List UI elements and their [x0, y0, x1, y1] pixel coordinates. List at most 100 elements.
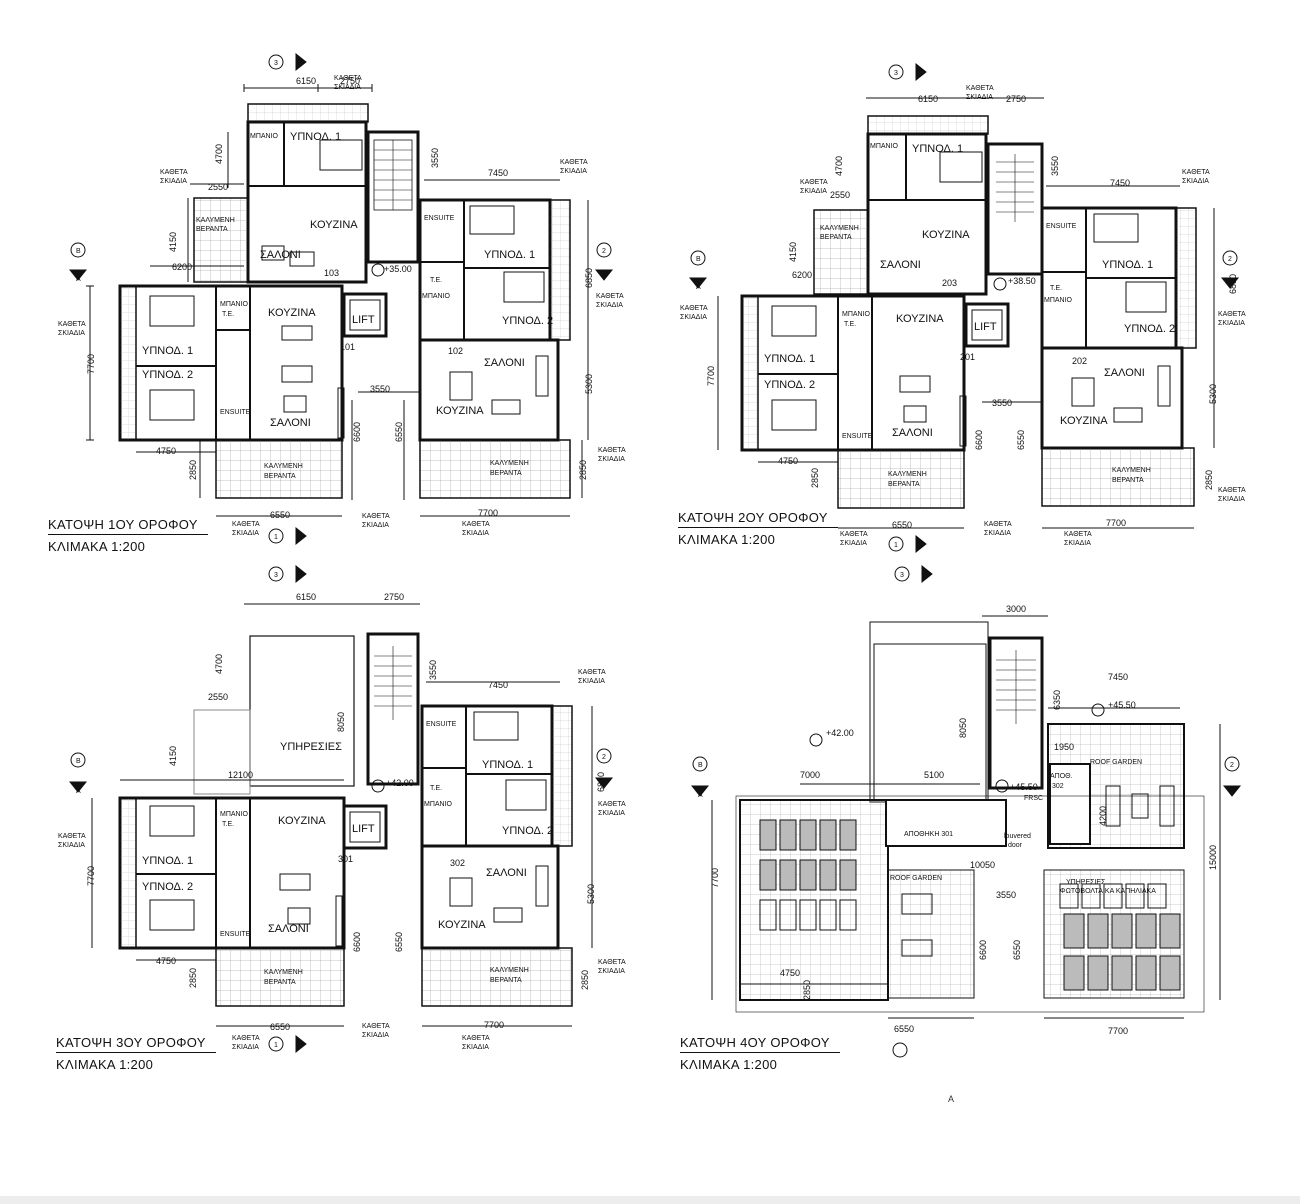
- shade-top-b: ΣΚΙΑΔΙΑ: [334, 84, 361, 91]
- dim-3550: 3550: [430, 148, 440, 168]
- f4-storage-301: ΑΠΟΘΗΚΗ 301: [904, 831, 953, 838]
- f4-dim-8050: 8050: [958, 718, 968, 738]
- floor-1-caption: ΚΑΤΟΨΗ 1ΟΥ ΟΡΟΦΟΥ ΚΛΙΜΑΚΑ 1:200: [48, 517, 208, 554]
- shade-bot1-b: ΣΚΙΑΔΙΑ: [362, 522, 389, 529]
- f3-dim-2550: 2550: [208, 692, 228, 702]
- f2-veranda-201-a: ΚΑΛΥΜΕΝΗ: [888, 471, 927, 478]
- f4-storage-302-a: ΑΠΟΘ.: [1050, 773, 1073, 780]
- f3-dim-4750: 4750: [156, 956, 176, 966]
- f2-dim-2850: 2850: [810, 468, 820, 488]
- f3-dim-6550-b: 6550: [270, 1022, 290, 1032]
- f3-dim-6150: 6150: [296, 592, 316, 602]
- f3-dim-4700: 4700: [214, 654, 224, 674]
- f4-marker-2: 2: [1230, 762, 1234, 769]
- f2-room-kitchen-203: ΚΟΥΖΙΝΑ: [922, 229, 970, 241]
- f3-veranda-301-a: ΚΑΛΥΜΕΝΗ: [264, 969, 303, 976]
- floor-2-caption: ΚΑΤΟΨΗ 2ΟΥ ΟΡΟΦΟΥ ΚΛΙΜΑΚΑ 1:200: [678, 510, 838, 547]
- f2-room-bedroom1-202: ΥΠΝΟΔ. 1: [1102, 259, 1153, 271]
- f2-shade-right1-b: ΣΚΙΑΔΙΑ: [1182, 178, 1209, 185]
- room-ensuite-102: ENSUITE: [424, 215, 455, 222]
- f2-apt-201: 201: [960, 352, 975, 362]
- shade-bot2-b: ΣΚΙΑΔΙΑ: [232, 530, 259, 537]
- f2-apt-203: 203: [942, 278, 957, 288]
- f4-dim-6550-b: 6550: [894, 1024, 914, 1034]
- f3-room-kitchen-301: ΚΟΥΖΙΝΑ: [278, 815, 326, 827]
- floor-1-title: ΚΑΤΟΨΗ 1ΟΥ ΟΡΟΦΟΥ: [48, 517, 198, 532]
- dim-3550-b: 3550: [370, 384, 390, 394]
- f3-apt-301: 301: [338, 854, 353, 864]
- marker-a: A: [76, 276, 81, 283]
- f3-dim-6600: 6600: [352, 932, 362, 952]
- f3-room-bedroom1-302: ΥΠΝΟΔ. 1: [482, 759, 533, 771]
- f2-dim-5300: 5300: [1208, 384, 1218, 404]
- dim-4700: 4700: [214, 144, 224, 164]
- room-bedroom2-102: ΥΠΝΟΔ. 2: [502, 315, 553, 327]
- apt-101: 101: [340, 342, 355, 352]
- f4-dim-3000: 3000: [1006, 604, 1026, 614]
- shade-right2-b: ΣΚΙΑΔΙΑ: [596, 302, 623, 309]
- f2-marker-a: A: [696, 284, 701, 291]
- f2-shade-left2-a: ΚΑΘΕΤΑ: [680, 305, 708, 312]
- f3-dim-5300: 5300: [586, 884, 596, 904]
- f3-room-bedroom1-301: ΥΠΝΟΔ. 1: [142, 855, 193, 867]
- f3-shade-bot1-a: ΚΑΘΕΤΑ: [362, 1023, 390, 1030]
- f2-room-ensuite-202: ENSUITE: [1046, 223, 1077, 230]
- veranda-103-b: ΒΕΡΑΝΤΑ: [196, 226, 228, 233]
- f3-dim-12100: 12100: [228, 770, 253, 780]
- veranda-103-a: ΚΑΛΥΜΕΝΗ: [196, 217, 235, 224]
- f2-shade-bot1-b: ΣΚΙΑΔΙΑ: [984, 530, 1011, 537]
- floor-4-title: ΚΑΤΟΨΗ 4ΟΥ ΟΡΟΦΟΥ: [680, 1035, 830, 1050]
- f2-dim-6550-b: 6550: [892, 520, 912, 530]
- f3-shade-left2-b: ΣΚΙΑΔΙΑ: [58, 842, 85, 849]
- f3-shade-bot3-a: ΚΑΘΕΤΑ: [462, 1035, 490, 1042]
- f2-marker-1: 1: [894, 542, 898, 549]
- shade-left2-a: ΚΑΘΕΤΑ: [58, 321, 86, 328]
- f3-room-kitchen-302: ΚΟΥΖΙΝΑ: [438, 919, 486, 931]
- f4-dim-3550: 3550: [996, 890, 1016, 900]
- f2-room-bedroom2-202: ΥΠΝΟΔ. 2: [1124, 323, 1175, 335]
- f2-shade-right2-a: ΚΑΘΕΤΑ: [1218, 311, 1246, 318]
- f3-room-bath-301: ΜΠΑΝΙΟ: [220, 811, 249, 818]
- dim-4150: 4150: [168, 232, 178, 252]
- shade-right1-b: ΣΚΙΑΔΙΑ: [560, 168, 587, 175]
- room-bedroom2-101: ΥΠΝΟΔ. 2: [142, 369, 193, 381]
- f2-room-bedroom1-201: ΥΠΝΟΔ. 1: [764, 353, 815, 365]
- room-bath-101: ΜΠΑΝΙΟ: [220, 301, 249, 308]
- f4-dim-1950: 1950: [1054, 742, 1074, 752]
- f2-shade-bot3-a: ΚΑΘΕΤΑ: [1064, 531, 1092, 538]
- floor-1-title-underline: [48, 534, 208, 535]
- room-kitchen-103: ΚΟΥΖΙΝΑ: [310, 219, 358, 231]
- f2-dim-2750: 2750: [1006, 94, 1026, 104]
- f3-room-ensuite-301: ENSUITE: [220, 931, 251, 938]
- f2-room-kitchen-201: ΚΟΥΖΙΝΑ: [896, 313, 944, 325]
- f3-room-bath-302: ΜΠΑΝΙΟ: [424, 801, 453, 808]
- dim-2850-b: 2850: [578, 460, 588, 480]
- f4-dim-6350: 6350: [1052, 690, 1062, 710]
- floor-1-scale: ΚΛΙΜΑΚΑ 1:200: [48, 539, 146, 554]
- room-te-102: Τ.Ε.: [430, 277, 442, 284]
- f3-veranda-301-b: ΒΕΡΑΝΤΑ: [264, 979, 296, 986]
- f3-room-bedroom2-301: ΥΠΝΟΔ. 2: [142, 881, 193, 893]
- f2-shade-right1-a: ΚΑΘΕΤΑ: [1182, 169, 1210, 176]
- f3-marker-b: B: [76, 758, 81, 765]
- f3-dim-2750: 2750: [384, 592, 404, 602]
- f2-dim-7700: 7700: [1106, 518, 1126, 528]
- shade-left2-b: ΣΚΙΑΔΙΑ: [58, 330, 85, 337]
- dim-5300: 5300: [584, 374, 594, 394]
- f3-marker-a: A: [76, 788, 81, 795]
- f3-shade-right2-a: ΚΑΘΕΤΑ: [598, 801, 626, 808]
- marker-3: 3: [274, 60, 278, 67]
- f2-room-living-202: ΣΑΛΟΝΙ: [1104, 367, 1145, 379]
- apt-102: 102: [448, 346, 463, 356]
- f4-louvered-a: louvered: [1004, 833, 1031, 840]
- f3-shade-right1-b: ΣΚΙΑΔΙΑ: [578, 678, 605, 685]
- dim-7700-vertical: 7700: [86, 354, 96, 374]
- shade-right3-a: ΚΑΘΕΤΑ: [598, 447, 626, 454]
- veranda-102-b: ΒΕΡΑΝΤΑ: [490, 470, 522, 477]
- f3-services-label: ΥΠΗΡΕΣΙΕΣ: [280, 741, 342, 753]
- f2-room-bath-203: ΜΠΑΝΙΟ: [870, 143, 899, 150]
- f3-marker-3: 3: [274, 572, 278, 579]
- f3-lift-label: LIFT: [352, 823, 375, 835]
- room-bedroom1-101: ΥΠΝΟΔ. 1: [142, 345, 193, 357]
- dim-6550-b: 6550: [270, 510, 290, 520]
